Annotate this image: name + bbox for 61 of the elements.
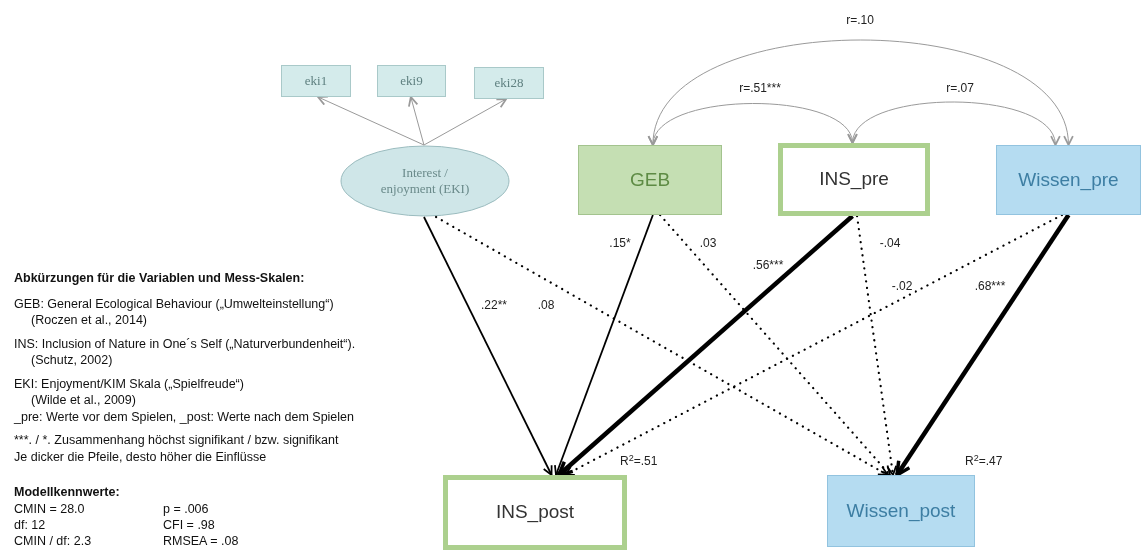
section-heading: Modellkennwerte: <box>14 485 120 501</box>
note-text: RMSEA = .08 <box>163 534 239 550</box>
indicator-box <box>377 65 446 97</box>
note-text: CMIN = 28.0 <box>14 502 85 518</box>
edge-label: .03 <box>697 237 719 249</box>
variable-label: eki28 <box>494 74 524 93</box>
edge-label: r=.51*** <box>737 82 783 94</box>
edge-label: .15* <box>607 237 633 249</box>
note-text: EKI: Enjoyment/KIM Skala („Spielfreude“) <box>14 377 244 393</box>
arrow <box>423 216 553 476</box>
note-text: CMIN / df: 2.3 <box>14 534 92 550</box>
note-text: CFI = .98 <box>163 518 215 534</box>
dotted-arrow <box>659 213 892 477</box>
arrow <box>649 39 1072 146</box>
variable-box <box>443 475 627 550</box>
note-text: Je dicker die Pfeile, desto höher die Einflüsse <box>14 450 267 466</box>
arrow <box>423 98 508 146</box>
variable-label: eki9 <box>400 72 423 91</box>
edge-label: .08 <box>535 299 557 311</box>
note-text: (Schutz, 2002) <box>31 353 113 369</box>
variable-box <box>778 143 930 216</box>
r-squared-label: R$^{2}$=.47 <box>965 452 1003 470</box>
note-text: (Roczen et al., 2014) <box>31 313 148 329</box>
note-text: _pre: Werte vor dem Spielen, _post: Werte nach dem Spielen <box>14 410 354 426</box>
indicator-box <box>474 67 544 99</box>
r-squared-label: R$^{2}$=.51 <box>620 452 658 470</box>
latent-label: Interest / enjoyment (EKI) <box>379 164 471 198</box>
arrow <box>557 214 854 477</box>
note-text: p = .006 <box>163 502 209 518</box>
edge-label: r=.10 <box>844 14 876 26</box>
edge-label: -.04 <box>877 237 903 249</box>
edge-label: .68*** <box>972 280 1008 292</box>
arrow <box>850 101 1058 146</box>
indicator-box <box>281 65 351 97</box>
note-text: df: 12 <box>14 518 46 534</box>
dotted-arrow <box>855 214 898 477</box>
arrow <box>408 96 425 146</box>
arrow <box>317 95 425 146</box>
arrow <box>895 213 1071 477</box>
variable-label: GEB <box>629 167 671 192</box>
edge-label: r=.07 <box>944 82 976 94</box>
variable-box <box>827 475 975 547</box>
note-text: ***. / *. Zusammenhang höchst signifikant / bzw. signifikant <box>14 433 339 449</box>
variable-label: eki1 <box>304 72 328 91</box>
note-text: INS: Inclusion of Nature in One´s Self („Naturverbundenheit“). <box>14 337 356 353</box>
dotted-arrow <box>434 215 889 477</box>
edge-label: .56*** <box>750 259 786 271</box>
note-text: (Wilde et al., 2009) <box>31 393 136 409</box>
variable-box <box>578 145 722 215</box>
variable-label: Wissen_post <box>846 498 956 524</box>
edge-label: -.02 <box>889 280 915 292</box>
variable-label: INS_pre <box>819 167 889 192</box>
variable-box <box>996 145 1141 215</box>
arrow <box>554 214 654 476</box>
latent-ellipse <box>340 145 510 217</box>
note-text: GEB: General Ecological Behaviour („Umwelteinstellung“) <box>14 297 334 313</box>
edge-label: .22** <box>479 299 509 311</box>
dotted-arrow <box>563 213 1064 477</box>
section-heading: Abkürzungen für die Variablen und Mess-Skalen: <box>14 271 305 287</box>
variable-label: Wissen_pre <box>1018 167 1119 193</box>
variable-label: INS_post <box>495 500 575 525</box>
